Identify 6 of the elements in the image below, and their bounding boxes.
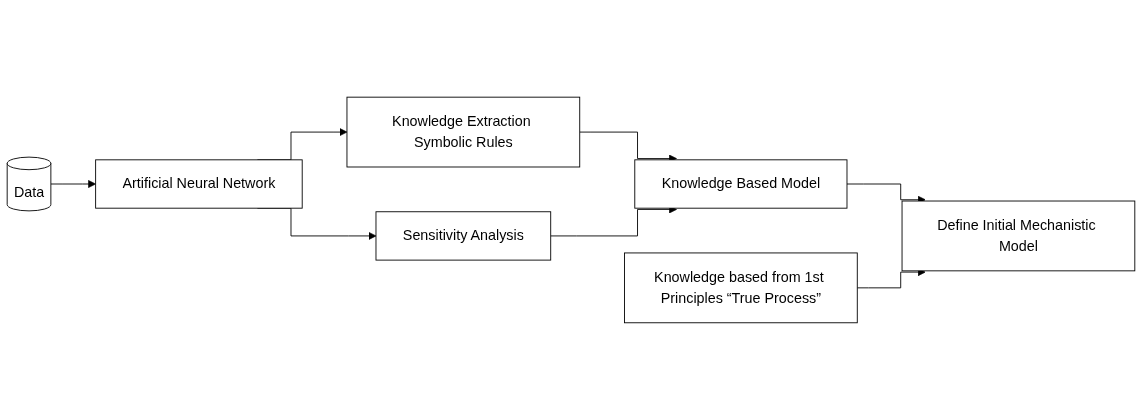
node-box: Knowledge Extraction Symbolic Rules bbox=[346, 96, 581, 167]
node-box: Knowledge Based Model bbox=[634, 158, 848, 209]
node-box: Define Initial Mechanistic Model bbox=[901, 200, 1136, 271]
node-box: Knowledge based from 1st Principles “True Process” bbox=[624, 252, 858, 323]
node-box: Sensitivity Analysis bbox=[375, 210, 552, 261]
node-box: Artificial Neural Network bbox=[95, 158, 303, 209]
